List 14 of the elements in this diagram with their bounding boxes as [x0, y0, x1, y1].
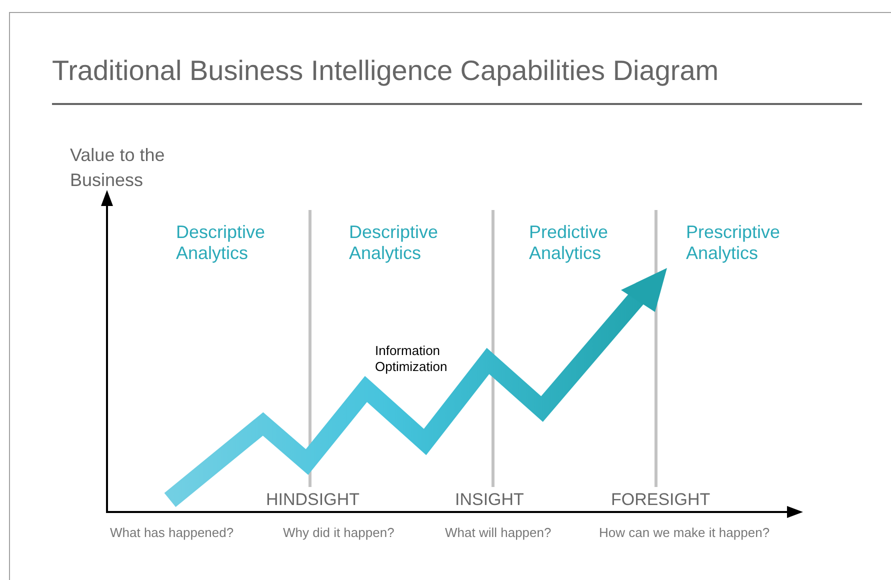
phase-label: HINDSIGHT [266, 490, 360, 510]
question-label: What will happen? [445, 525, 552, 541]
stage-heading: Predictive Analytics [529, 222, 610, 264]
question-label: What has happened? [110, 525, 234, 541]
diagram-title: Traditional Business Intelligence Capabilities Diagram [52, 55, 719, 87]
stage-heading: Prescriptive Analytics [686, 222, 782, 264]
phase-label: INSIGHT [455, 490, 524, 510]
annotation-text: Information Optimization [375, 343, 448, 375]
phase-label: FORESIGHT [611, 490, 710, 510]
question-label: Why did it happen? [283, 525, 394, 541]
stage-heading: Descriptive Analytics [349, 222, 440, 264]
question-label: How can we make it happen? [599, 525, 770, 541]
axis-title: Value to the Business [70, 144, 166, 192]
stage-heading: Descriptive Analytics [176, 222, 266, 264]
